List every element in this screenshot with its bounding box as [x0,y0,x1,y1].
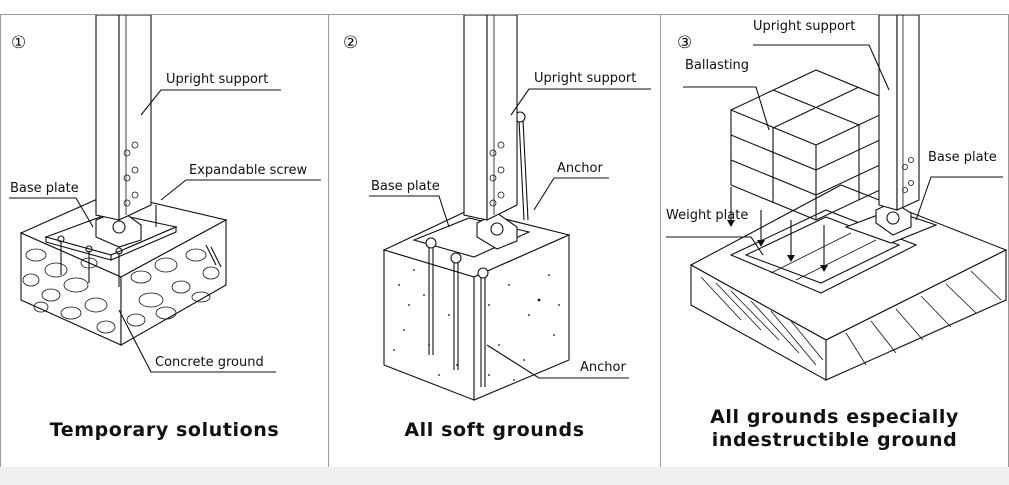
panel-caption-line1: All grounds especially [710,406,959,428]
ballasting-label: Ballasting [685,58,750,73]
weight-plate-label: Weight plate [666,208,749,223]
panel-caption: All soft grounds [404,419,585,441]
panel-temporary-solutions: ① Upright support Expandable screw Base … [1,15,329,467]
step-number: ① [11,33,27,53]
base-plate-label: Base plate [928,150,997,165]
step-number: ② [343,33,359,53]
diagram-frame: ① Upright support Expandable screw Base … [0,14,1009,468]
expandable-screw-label: Expandable screw [189,163,308,178]
upright-support-label: Upright support [534,71,637,86]
panel-all-grounds: ③ Upright support Ballasting Base plate … [661,15,1008,467]
base-plate-label: Base plate [371,179,440,194]
bottom-strip [0,467,1009,485]
soft-ground-illustration [369,15,651,401]
upright-support-label: Upright support [166,72,269,87]
upright-support-label: Upright support [753,19,856,34]
ballast-ground-illustration [666,15,1008,381]
concrete-ground-label: Concrete ground [155,355,264,370]
anchor-top-label: Anchor [557,161,603,176]
concrete-ground-illustration [9,15,321,373]
anchor-bottom-label: Anchor [580,360,626,375]
panel-soft-grounds: ② Upright support Anchor Base plate Anch… [329,15,661,467]
step-number: ③ [677,33,693,53]
panel-caption-line2: indestructible ground [711,429,958,451]
base-plate-label: Base plate [10,181,79,196]
panel-caption: Temporary solutions [49,419,280,441]
